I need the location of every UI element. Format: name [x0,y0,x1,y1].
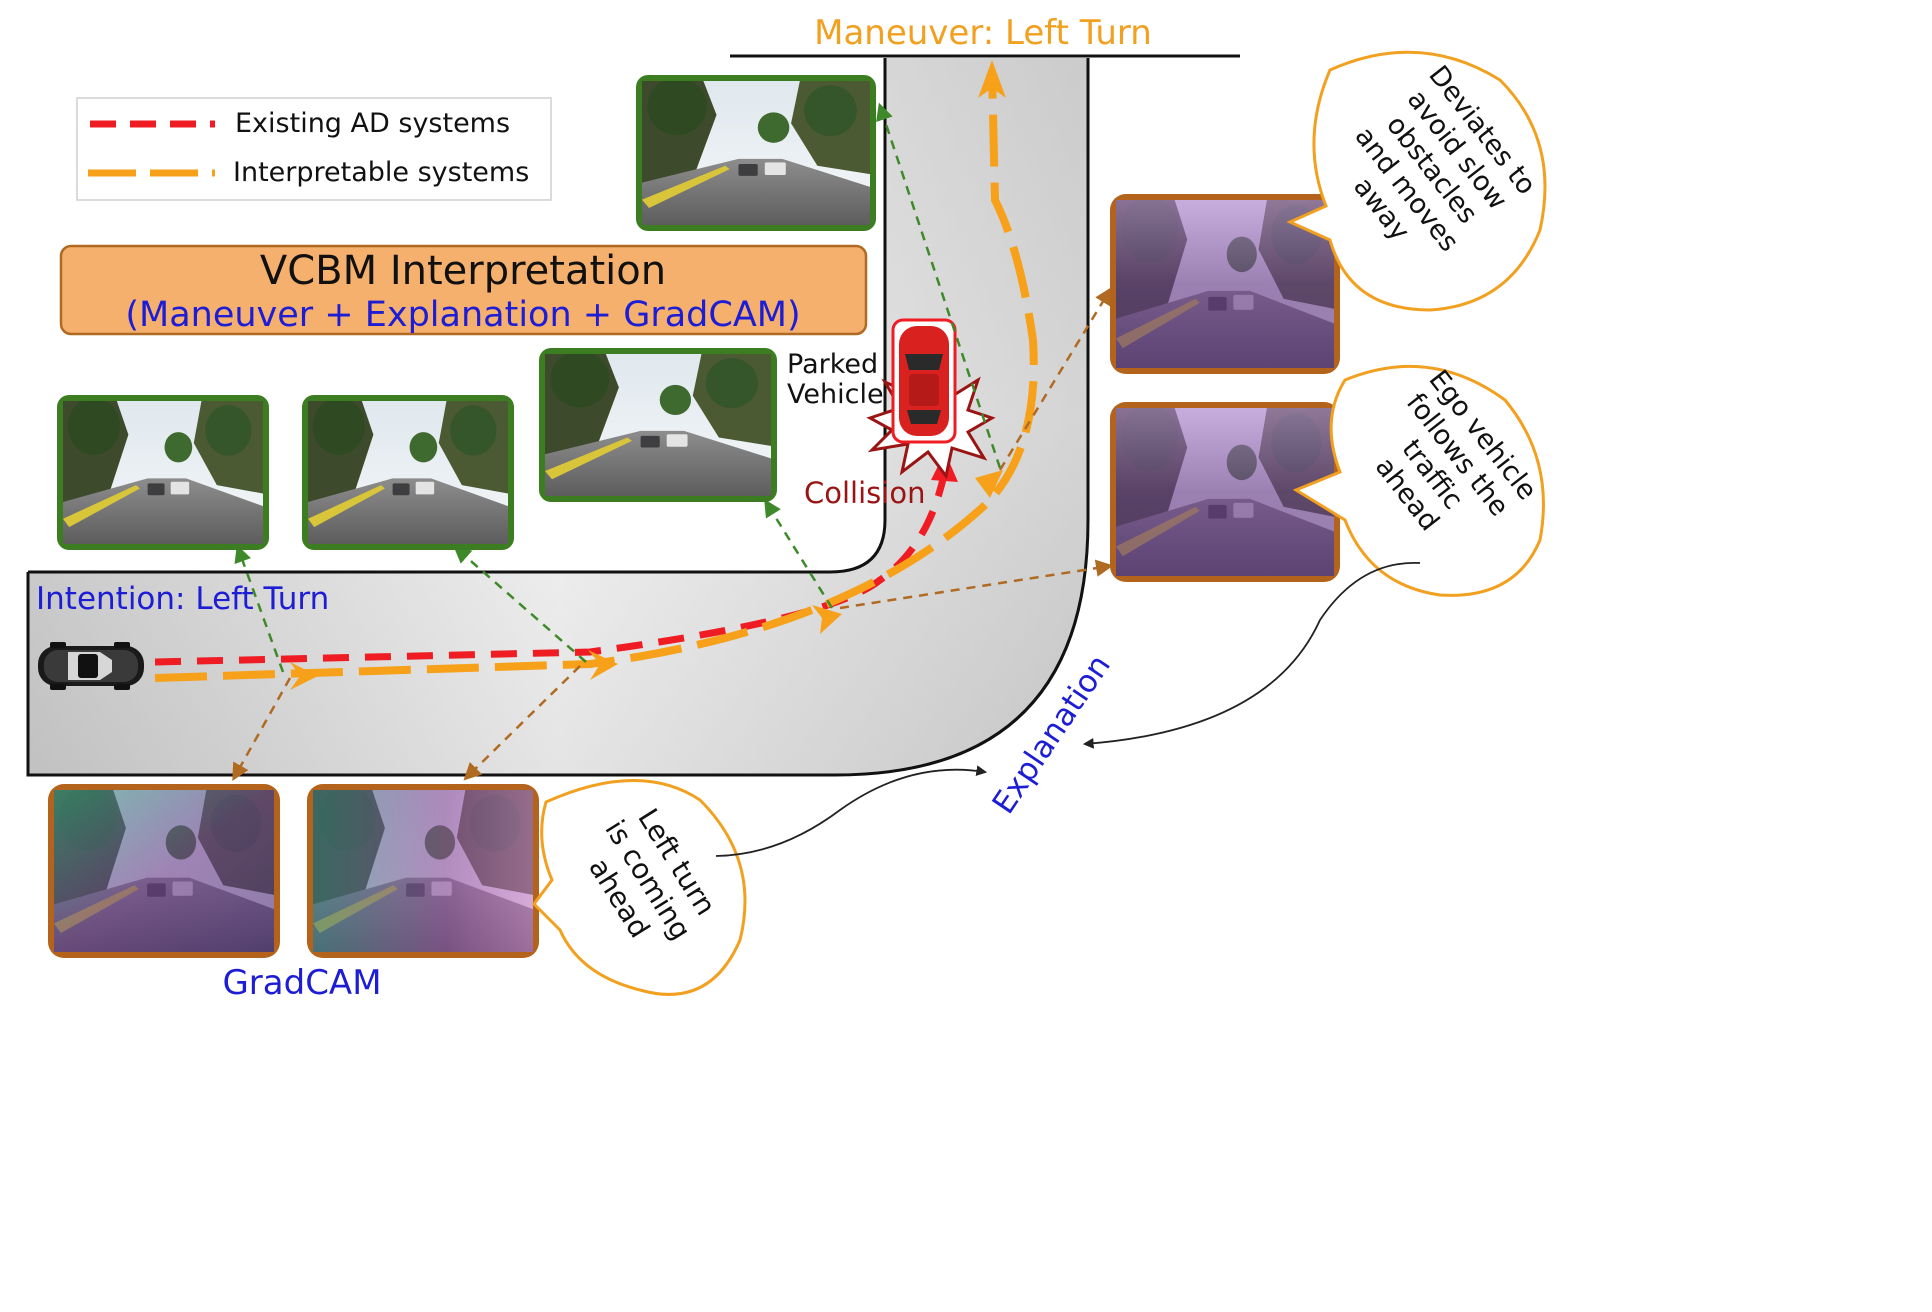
interpretable-arrowhead-1 [290,662,318,690]
bubble-right-top: Deviates to avoid slow obstacles and mov… [1286,50,1547,312]
camera-image-4 [636,75,876,231]
road-edge-inner [26,58,1090,777]
legend: Existing AD systems Interpretable system… [76,97,552,201]
interpretable-arrowhead-2 [588,650,618,680]
collision-label: Collision [804,476,925,510]
interpretable-arrowhead-4 [975,470,1003,498]
explanation-connector-bottom [715,765,988,857]
intention-label: Intention: Left Turn [36,581,329,617]
road-surface-shade [28,58,1088,775]
gradcam-image-1 [48,784,280,958]
legend-interpretable-label: Interpretable systems [233,157,529,188]
interpretable-arrowhead-5 [978,60,1006,98]
explanation-connector-right [1082,562,1421,749]
gradcam-arrows [232,287,1114,782]
gradcam-image-2 [307,784,539,958]
car-top-view-icon [38,642,144,690]
bubble-bottom: Left turn is coming ahead [532,779,747,996]
legend-existing-label: Existing AD systems [235,108,510,139]
interpretable-arrowhead-3 [812,605,842,634]
camera-image-1 [57,395,269,550]
parked-vehicle-label-2: Vehicle [787,379,884,410]
parked-vehicle-label-1: Parked [787,349,878,380]
camera-arrows [234,102,1002,673]
maneuver-label: Maneuver: Left Turn [814,13,1152,53]
road-edge-outer [28,58,887,574]
camera-image-3 [539,348,777,502]
interpretable-trajectory [154,69,1038,682]
bubble-right-mid: Ego vehicle follows the traffic ahead [1292,364,1545,597]
title-sub: (Maneuver + Explanation + GradCAM) [125,295,800,335]
legend-box [76,97,552,201]
title-box: VCBM Interpretation (Maneuver + Explanat… [59,244,868,336]
gradcam-image-3 [1110,194,1340,374]
road [26,54,1240,777]
gradcam-label: GradCAM [222,963,381,1003]
title-main: VCBM Interpretation [260,248,666,294]
title-box-bg [59,244,868,336]
red-car-icon [891,318,957,444]
camera-image-2 [302,395,514,550]
